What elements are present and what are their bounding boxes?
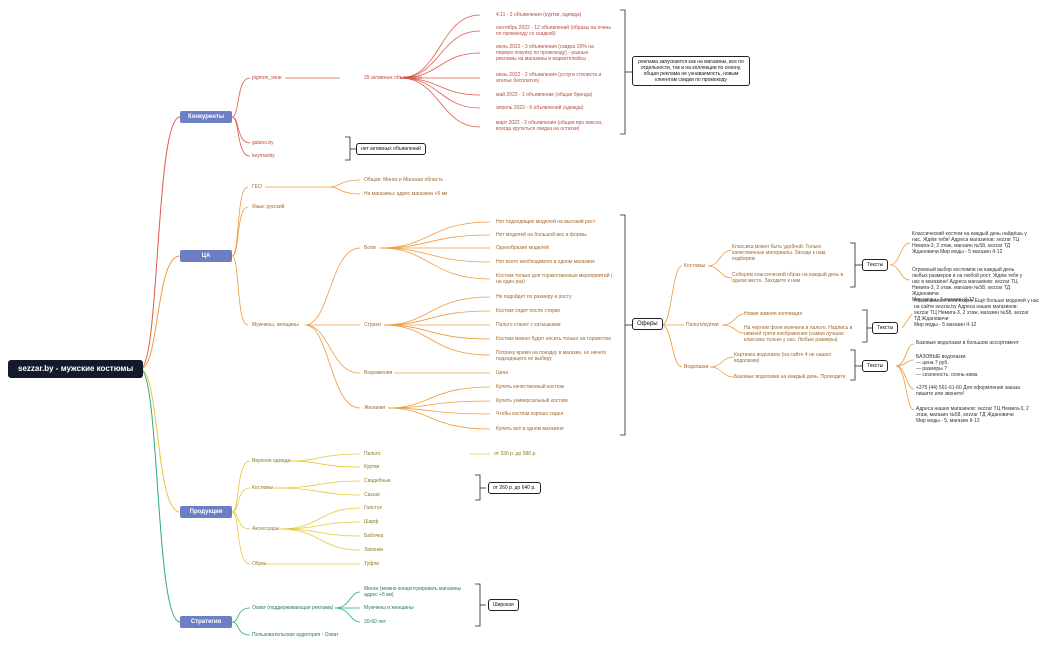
texts-box[interactable]: Тексты bbox=[872, 322, 899, 334]
product-item[interactable]: Туфли bbox=[364, 561, 379, 567]
offer-item[interactable]: Новая зимняя коллекция bbox=[744, 311, 803, 317]
product-item[interactable]: Бабочка bbox=[364, 533, 384, 539]
desires-label[interactable]: Желания bbox=[364, 405, 386, 411]
pain-item[interactable]: Нет моделей на большой вес и формы bbox=[496, 232, 587, 238]
fear-item[interactable]: Костюм сядет после стирки bbox=[496, 308, 560, 314]
offer-group-turtlenecks[interactable]: Водолазки bbox=[684, 364, 709, 370]
product-item[interactable]: Галстук bbox=[364, 505, 382, 511]
offer-item[interactable]: На черном фоне мужчина в пальто. Надпись… bbox=[744, 325, 853, 343]
competitor-item[interactable]: galano.by bbox=[252, 140, 274, 146]
broad-box[interactable]: Широкая bbox=[488, 599, 519, 611]
fear-item[interactable]: Пальто станет с катышками bbox=[496, 322, 561, 328]
geo-label[interactable]: ГЕО bbox=[252, 184, 262, 190]
timeline-item[interactable]: июль 2022 - 3 объявления (скидка 20% на … bbox=[496, 44, 594, 62]
pains-label[interactable]: Боли bbox=[364, 245, 376, 251]
objection-item[interactable]: Цена bbox=[496, 370, 509, 376]
fear-item[interactable]: Костюм можно будет носить только на торж… bbox=[496, 336, 611, 342]
objections-label[interactable]: Возражения bbox=[364, 370, 393, 376]
text-item[interactable]: +375 (44) 561-61-60 Для оформления заказ… bbox=[916, 385, 1020, 397]
pain-item[interactable]: Нет подходящих моделей на высокий рост bbox=[496, 219, 596, 225]
language-label[interactable]: Язык: русский bbox=[252, 204, 285, 210]
strategy-item[interactable]: 20-60 лет bbox=[364, 619, 386, 625]
branch-audience[interactable]: ЦА bbox=[180, 250, 232, 262]
root-node[interactable]: sezzar.by - мужские костюмы bbox=[8, 360, 144, 378]
product-item[interactable]: Пальто bbox=[364, 451, 381, 457]
product-item[interactable]: Куртки bbox=[364, 464, 380, 470]
branch-products[interactable]: Продукция bbox=[180, 506, 232, 518]
product-item[interactable]: Свадебные bbox=[364, 478, 391, 484]
text-item[interactable]: Адреса наших магазинов: sezzar ТЦ Немига… bbox=[916, 406, 1029, 424]
product-item[interactable]: Шарф bbox=[364, 519, 379, 525]
desire-item[interactable]: Купить универсальный костюм bbox=[496, 398, 568, 404]
offer-item[interactable]: Картинка водолазок (на сайте 4 не нашел … bbox=[734, 352, 832, 364]
competitor-item[interactable]: pigmon_wear bbox=[252, 75, 283, 81]
branch-competitors[interactable]: Конкуренты bbox=[180, 111, 232, 123]
fear-item[interactable]: Потрачу время на поездку в магазин, но н… bbox=[496, 350, 607, 362]
desire-item[interactable]: Чтобы костюм хорошо сидел bbox=[496, 411, 564, 417]
timeline-item[interactable]: май 2022 - 1 объявление (общая бренда) bbox=[496, 92, 593, 98]
competitor-item[interactable]: keymanby bbox=[252, 153, 275, 159]
text-item[interactable]: БАЗОВЫЕ водолазки — цена 7 руб. — размер… bbox=[916, 354, 978, 378]
product-category[interactable]: Верхняя одежда bbox=[252, 458, 291, 464]
offer-item[interactable]: Классика может быть удобной. Только каче… bbox=[732, 244, 827, 262]
product-category[interactable]: Аксессуары bbox=[252, 526, 280, 532]
active-ads-count[interactable]: 29 активных объявления bbox=[364, 75, 422, 81]
strategy-custom[interactable]: Пользовательская аудитория - Охват bbox=[252, 632, 339, 638]
timeline-item[interactable]: март 2022 - 2 объявления (общая про пикс… bbox=[496, 120, 603, 132]
product-item[interactable]: Casual bbox=[364, 492, 380, 498]
timeline-item[interactable]: 4.11 - 2 объявления (куртки, одежда) bbox=[496, 12, 582, 18]
pain-item[interactable]: Костюм только для торжественных мероприя… bbox=[496, 273, 613, 285]
pain-item[interactable]: Нет всего необходимого в одном магазине bbox=[496, 259, 595, 265]
desire-item[interactable]: Купить всё в одном магазине bbox=[496, 426, 564, 432]
text-item[interactable]: Новая зимняя коллекция. Ещё больше модел… bbox=[914, 298, 1040, 328]
timeline-item[interactable]: апрель 2022 - 6 объявлений (одежда) bbox=[496, 105, 584, 111]
texts-box[interactable]: Тексты bbox=[862, 259, 889, 271]
price-outerwear[interactable]: от 330 р. до 580 р. bbox=[494, 451, 537, 457]
strategy-item[interactable]: Минск (можно концентрировать магазины ад… bbox=[364, 586, 462, 598]
geo-item[interactable]: Общая: Минск и Минская область bbox=[364, 177, 444, 183]
offer-group-coats[interactable]: Пальто/куртки bbox=[686, 322, 719, 328]
fears-label[interactable]: Страхи bbox=[364, 322, 381, 328]
gender-label[interactable]: Мужчины, женщины bbox=[252, 322, 299, 328]
geo-item[interactable]: На магазины: адрес магазина +5 км bbox=[364, 191, 448, 197]
strategy-item[interactable]: Мужчины и женщины bbox=[364, 605, 414, 611]
offers-box[interactable]: Оферы bbox=[632, 318, 663, 330]
texts-box[interactable]: Тексты bbox=[862, 360, 889, 372]
strategy-reach[interactable]: Охват (поддерживающая реклама) bbox=[252, 605, 334, 611]
product-item[interactable]: Запонки bbox=[364, 547, 384, 553]
offer-item[interactable]: Базовые водолазки на каждый день. Проход… bbox=[734, 374, 846, 380]
ads-note-box[interactable]: реклама запускается как на магазины, все… bbox=[632, 56, 750, 86]
text-item[interactable]: Огромный выбор костюмов на каждый день л… bbox=[912, 267, 1023, 303]
pain-item[interactable]: Однообразие моделей bbox=[496, 245, 549, 251]
offer-item[interactable]: Соберем классический образ на каждый ден… bbox=[732, 272, 844, 284]
fear-item[interactable]: Не подойдет по размеру и росту bbox=[496, 294, 572, 300]
price-suits-box[interactable]: от 260 р. до 640 р. bbox=[488, 482, 541, 494]
branch-strategy[interactable]: Стратегия bbox=[180, 616, 232, 628]
timeline-item[interactable]: сентябрь 2022 - 12 объявлений (образы на… bbox=[496, 25, 611, 37]
product-category[interactable]: Обувь bbox=[252, 561, 267, 567]
timeline-item[interactable]: июнь 2022 - 2 объявления (услуги стилист… bbox=[496, 72, 602, 84]
desire-item[interactable]: Купить качественный костюм bbox=[496, 384, 564, 390]
text-item[interactable]: Классический костюм на каждый день найдё… bbox=[912, 231, 1027, 255]
no-ads-box[interactable]: нет активных объявлений bbox=[356, 143, 426, 155]
text-item[interactable]: Базовые водолазки в большом ассортимент bbox=[916, 340, 1019, 346]
product-category[interactable]: Костюмы bbox=[252, 485, 274, 491]
offer-group-suits[interactable]: Костюмы bbox=[684, 263, 706, 269]
